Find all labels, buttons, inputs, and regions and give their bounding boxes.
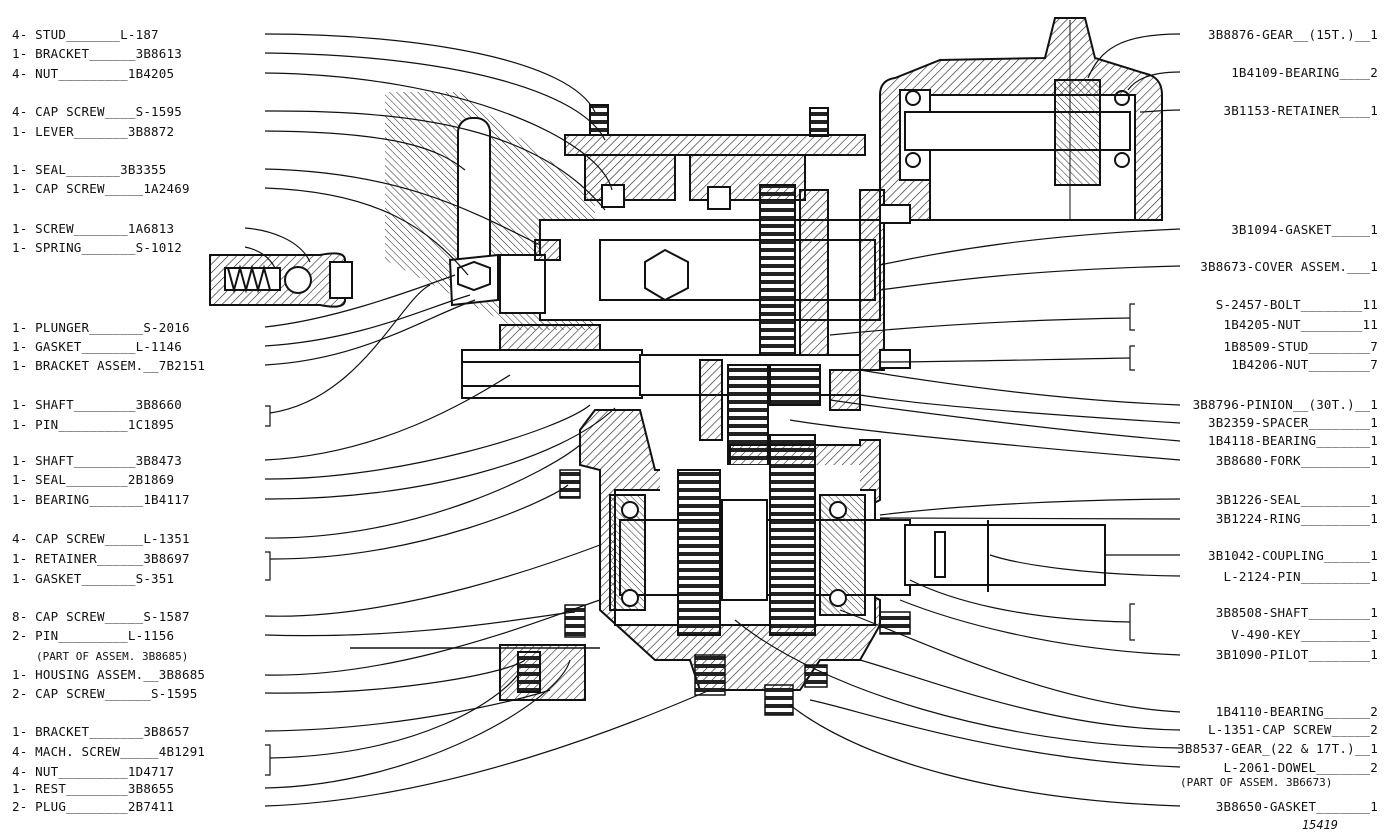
label-seal-2: 1- SEAL________2B1869 xyxy=(12,472,175,487)
label-cap-screw: 4- CAP SCREW____S-1595 xyxy=(12,104,182,119)
label-lever: 1- LEVER_______3B8872 xyxy=(12,124,175,139)
label-spacer: 3B2359-SPACER________1 xyxy=(1208,415,1378,430)
label-bracket-2: 1- BRACKET_______3B8657 xyxy=(12,724,190,739)
leader-lines-left xyxy=(244,33,711,807)
label-gear-22-17t: 3B8537-GEAR_(22 & 17T.)__1 xyxy=(1177,741,1378,756)
label-nut-r-2: 1B4206-NUT________7 xyxy=(1231,357,1378,372)
label-pilot: 3B1090-PILOT________1 xyxy=(1215,647,1378,662)
label-gasket: 1- GASKET_______L-1146 xyxy=(12,339,182,354)
label-cap-screw-3: 4- CAP SCREW_____L-1351 xyxy=(12,531,190,546)
label-cap-screw-5: 2- CAP SCREW______S-1595 xyxy=(12,686,198,701)
label-plunger: 1- PLUNGER_______S-2016 xyxy=(12,320,190,335)
label-nut: 4- NUT_________1B4205 xyxy=(12,66,175,81)
label-gasket-r-2: 3B8650-GASKET_______1 xyxy=(1215,799,1378,814)
label-retainer: 1- RETAINER______3B8697 xyxy=(12,551,190,566)
label-bolt: S-2457-BOLT________11 xyxy=(1215,297,1378,312)
label-cap-screw-4: 8- CAP SCREW_____S-1587 xyxy=(12,609,190,624)
label-note-left: (PART OF ASSEM. 3B8685) xyxy=(36,650,189,663)
label-cap-screw-r: L-1351-CAP SCREW_____2 xyxy=(1208,722,1378,737)
label-plug: 2- PLUG________2B7411 xyxy=(12,799,175,814)
label-spring: 1- SPRING_______S-1012 xyxy=(12,240,182,255)
label-bearing-r: 1B4109-BEARING____2 xyxy=(1231,65,1378,80)
label-bracket: 1- BRACKET______3B8613 xyxy=(12,46,182,61)
label-stud-r: 1B8509-STUD________7 xyxy=(1223,339,1378,354)
label-ring: 3B1224-RING_________1 xyxy=(1215,511,1378,526)
label-note-right: (PART OF ASSEM. 3B6673) xyxy=(1180,776,1333,789)
label-stud: 4- STUD_______L-187 xyxy=(12,27,159,42)
label-housing-assem: 1- HOUSING ASSEM.__3B8685 xyxy=(12,667,206,682)
label-pinion: 3B8796-PINION__(30T.)__1 xyxy=(1192,397,1378,412)
label-key: V-490-KEY_________1 xyxy=(1231,627,1378,642)
label-rest: 1- REST________3B8655 xyxy=(12,781,175,796)
label-pin-r: L-2124-PIN_________1 xyxy=(1223,569,1378,584)
label-shaft-2: 1- SHAFT________3B8473 xyxy=(12,453,182,468)
label-bearing-r-2: 1B4118-BEARING_______1 xyxy=(1208,433,1378,448)
label-shaft: 1- SHAFT________3B8660 xyxy=(12,397,182,412)
label-coupling: 3B1042-COUPLING______1 xyxy=(1208,548,1378,563)
label-screw: 1- SCREW_______1A6813 xyxy=(12,221,175,236)
label-seal: 1- SEAL_______3B3355 xyxy=(12,162,167,177)
label-bracket-assem: 1- BRACKET ASSEM.__7B2151 xyxy=(12,358,206,373)
label-retainer-r: 3B1153-RETAINER____1 xyxy=(1223,103,1378,118)
label-dowel: L-2061-DOWEL_______2 xyxy=(1223,760,1378,775)
lever xyxy=(448,117,499,307)
label-fork: 3B8680-FORK_________1 xyxy=(1215,453,1378,468)
spring-plunger-detail xyxy=(209,252,353,308)
cover-assembly xyxy=(499,184,911,371)
label-mach-screw: 4- MACH. SCREW_____4B1291 xyxy=(12,744,206,759)
label-shaft-r: 3B8508-SHAFT________1 xyxy=(1215,605,1378,620)
label-pin-2: 2- PIN_________L-1156 xyxy=(12,628,175,643)
label-nut-2: 4- NUT_________1D4717 xyxy=(12,764,175,779)
label-gear-15t: 3B8876-GEAR__(15T.)__1 xyxy=(1208,27,1378,42)
output-shaft-gears xyxy=(609,434,1106,636)
label-gasket-2: 1- GASKET_______S-351 xyxy=(12,571,175,586)
label-seal-r: 3B1226-SEAL_________1 xyxy=(1215,492,1378,507)
label-bearing: 1- BEARING_______1B4117 xyxy=(12,492,190,507)
label-nut-r: 1B4205-NUT________11 xyxy=(1223,317,1378,332)
leader-lines-right xyxy=(734,33,1181,807)
bottom-bracket xyxy=(350,644,600,701)
label-cap-screw-2: 1- CAP SCREW_____1A2469 xyxy=(12,181,190,196)
inset-gear-detail xyxy=(879,17,1163,221)
figure-number: 15419 xyxy=(1301,818,1338,832)
label-bearing-r-3: 1B4110-BEARING______2 xyxy=(1215,704,1378,719)
top-bracket xyxy=(564,104,866,210)
label-pin: 1- PIN_________1C1895 xyxy=(12,417,175,432)
label-cover-assem: 3B8673-COVER ASSEM.___1 xyxy=(1200,259,1378,274)
label-gasket-r: 3B1094-GASKET_____1 xyxy=(1231,222,1378,237)
